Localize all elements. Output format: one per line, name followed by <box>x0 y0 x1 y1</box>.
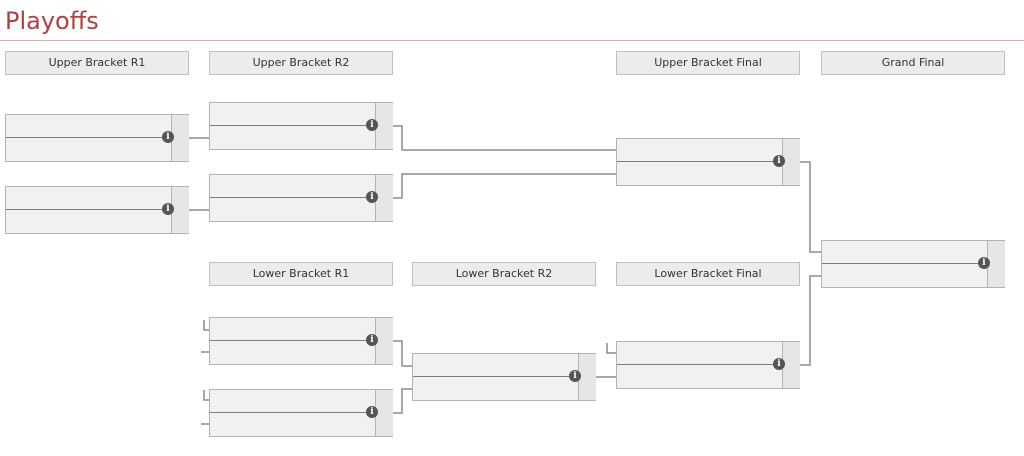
match-upper-final[interactable]: i <box>616 138 800 186</box>
connector-lr1-m1 <box>393 340 412 367</box>
connector-uf <box>800 161 821 253</box>
team-slot-bottom[interactable] <box>617 365 782 387</box>
match-grand-final[interactable]: i <box>821 240 1005 288</box>
info-icon[interactable]: i <box>773 358 785 370</box>
team-slot-top[interactable] <box>6 187 171 209</box>
team-slot-top[interactable] <box>210 318 375 340</box>
team-slot-top[interactable] <box>210 175 375 197</box>
team-slot-bottom[interactable] <box>210 198 375 220</box>
connector-ur2-m1 <box>393 125 616 151</box>
connector-ur2-m2 <box>393 173 616 199</box>
round-header-upper-r2: Upper Bracket R2 <box>209 51 393 75</box>
slot-divider <box>210 340 375 341</box>
round-header-upper-r1: Upper Bracket R1 <box>5 51 189 75</box>
team-slot-bottom[interactable] <box>210 341 375 363</box>
slot-divider <box>6 209 171 210</box>
info-icon[interactable]: i <box>569 370 581 382</box>
info-icon[interactable]: i <box>162 203 174 215</box>
team-slot-bottom[interactable] <box>210 126 375 148</box>
slot-divider <box>822 263 987 264</box>
round-header-lower-r2: Lower Bracket R2 <box>412 262 596 286</box>
match-upper-r1-2[interactable]: i <box>5 186 189 234</box>
team-slot-top[interactable] <box>822 241 987 263</box>
slot-divider <box>6 137 171 138</box>
info-icon[interactable]: i <box>366 406 378 418</box>
title-divider <box>0 40 1024 41</box>
info-icon[interactable]: i <box>978 257 990 269</box>
round-header-grand-final: Grand Final <box>821 51 1005 75</box>
slot-divider <box>413 376 578 377</box>
team-slot-bottom[interactable] <box>210 413 375 435</box>
round-header-lower-r1: Lower Bracket R1 <box>209 262 393 286</box>
info-icon[interactable]: i <box>366 334 378 346</box>
team-slot-top[interactable] <box>210 103 375 125</box>
match-lower-r1-2[interactable]: i <box>209 389 393 437</box>
team-slot-top[interactable] <box>6 115 171 137</box>
info-icon[interactable]: i <box>162 131 174 143</box>
connector-lf <box>800 275 821 366</box>
match-upper-r2-2[interactable]: i <box>209 174 393 222</box>
connector-lr1-m2 <box>393 388 412 414</box>
round-header-lower-final: Lower Bracket Final <box>616 262 800 286</box>
slot-divider <box>617 161 782 162</box>
team-slot-bottom[interactable] <box>6 138 171 160</box>
match-lower-r1-1[interactable]: i <box>209 317 393 365</box>
slot-divider <box>210 412 375 413</box>
match-lower-final[interactable]: i <box>616 341 800 389</box>
team-slot-top[interactable] <box>413 354 578 376</box>
round-header-upper-final: Upper Bracket Final <box>616 51 800 75</box>
slot-divider <box>617 364 782 365</box>
match-lower-r2[interactable]: i <box>412 353 596 401</box>
info-icon[interactable]: i <box>366 191 378 203</box>
connector-lr1-m2-in <box>201 390 209 425</box>
team-slot-top[interactable] <box>617 139 782 161</box>
page-title: Playoffs <box>5 7 99 35</box>
team-slot-bottom[interactable] <box>822 264 987 286</box>
team-slot-bottom[interactable] <box>413 377 578 399</box>
team-slot-top[interactable] <box>210 390 375 412</box>
slot-divider <box>210 197 375 198</box>
team-slot-bottom[interactable] <box>6 210 171 232</box>
match-upper-r1-1[interactable]: i <box>5 114 189 162</box>
info-icon[interactable]: i <box>366 119 378 131</box>
connector-lr1-m1-in <box>201 320 209 353</box>
team-slot-top[interactable] <box>617 342 782 364</box>
team-slot-bottom[interactable] <box>617 162 782 184</box>
match-upper-r2-1[interactable]: i <box>209 102 393 150</box>
connector-lf-in <box>606 343 616 354</box>
info-icon[interactable]: i <box>773 155 785 167</box>
slot-divider <box>210 125 375 126</box>
